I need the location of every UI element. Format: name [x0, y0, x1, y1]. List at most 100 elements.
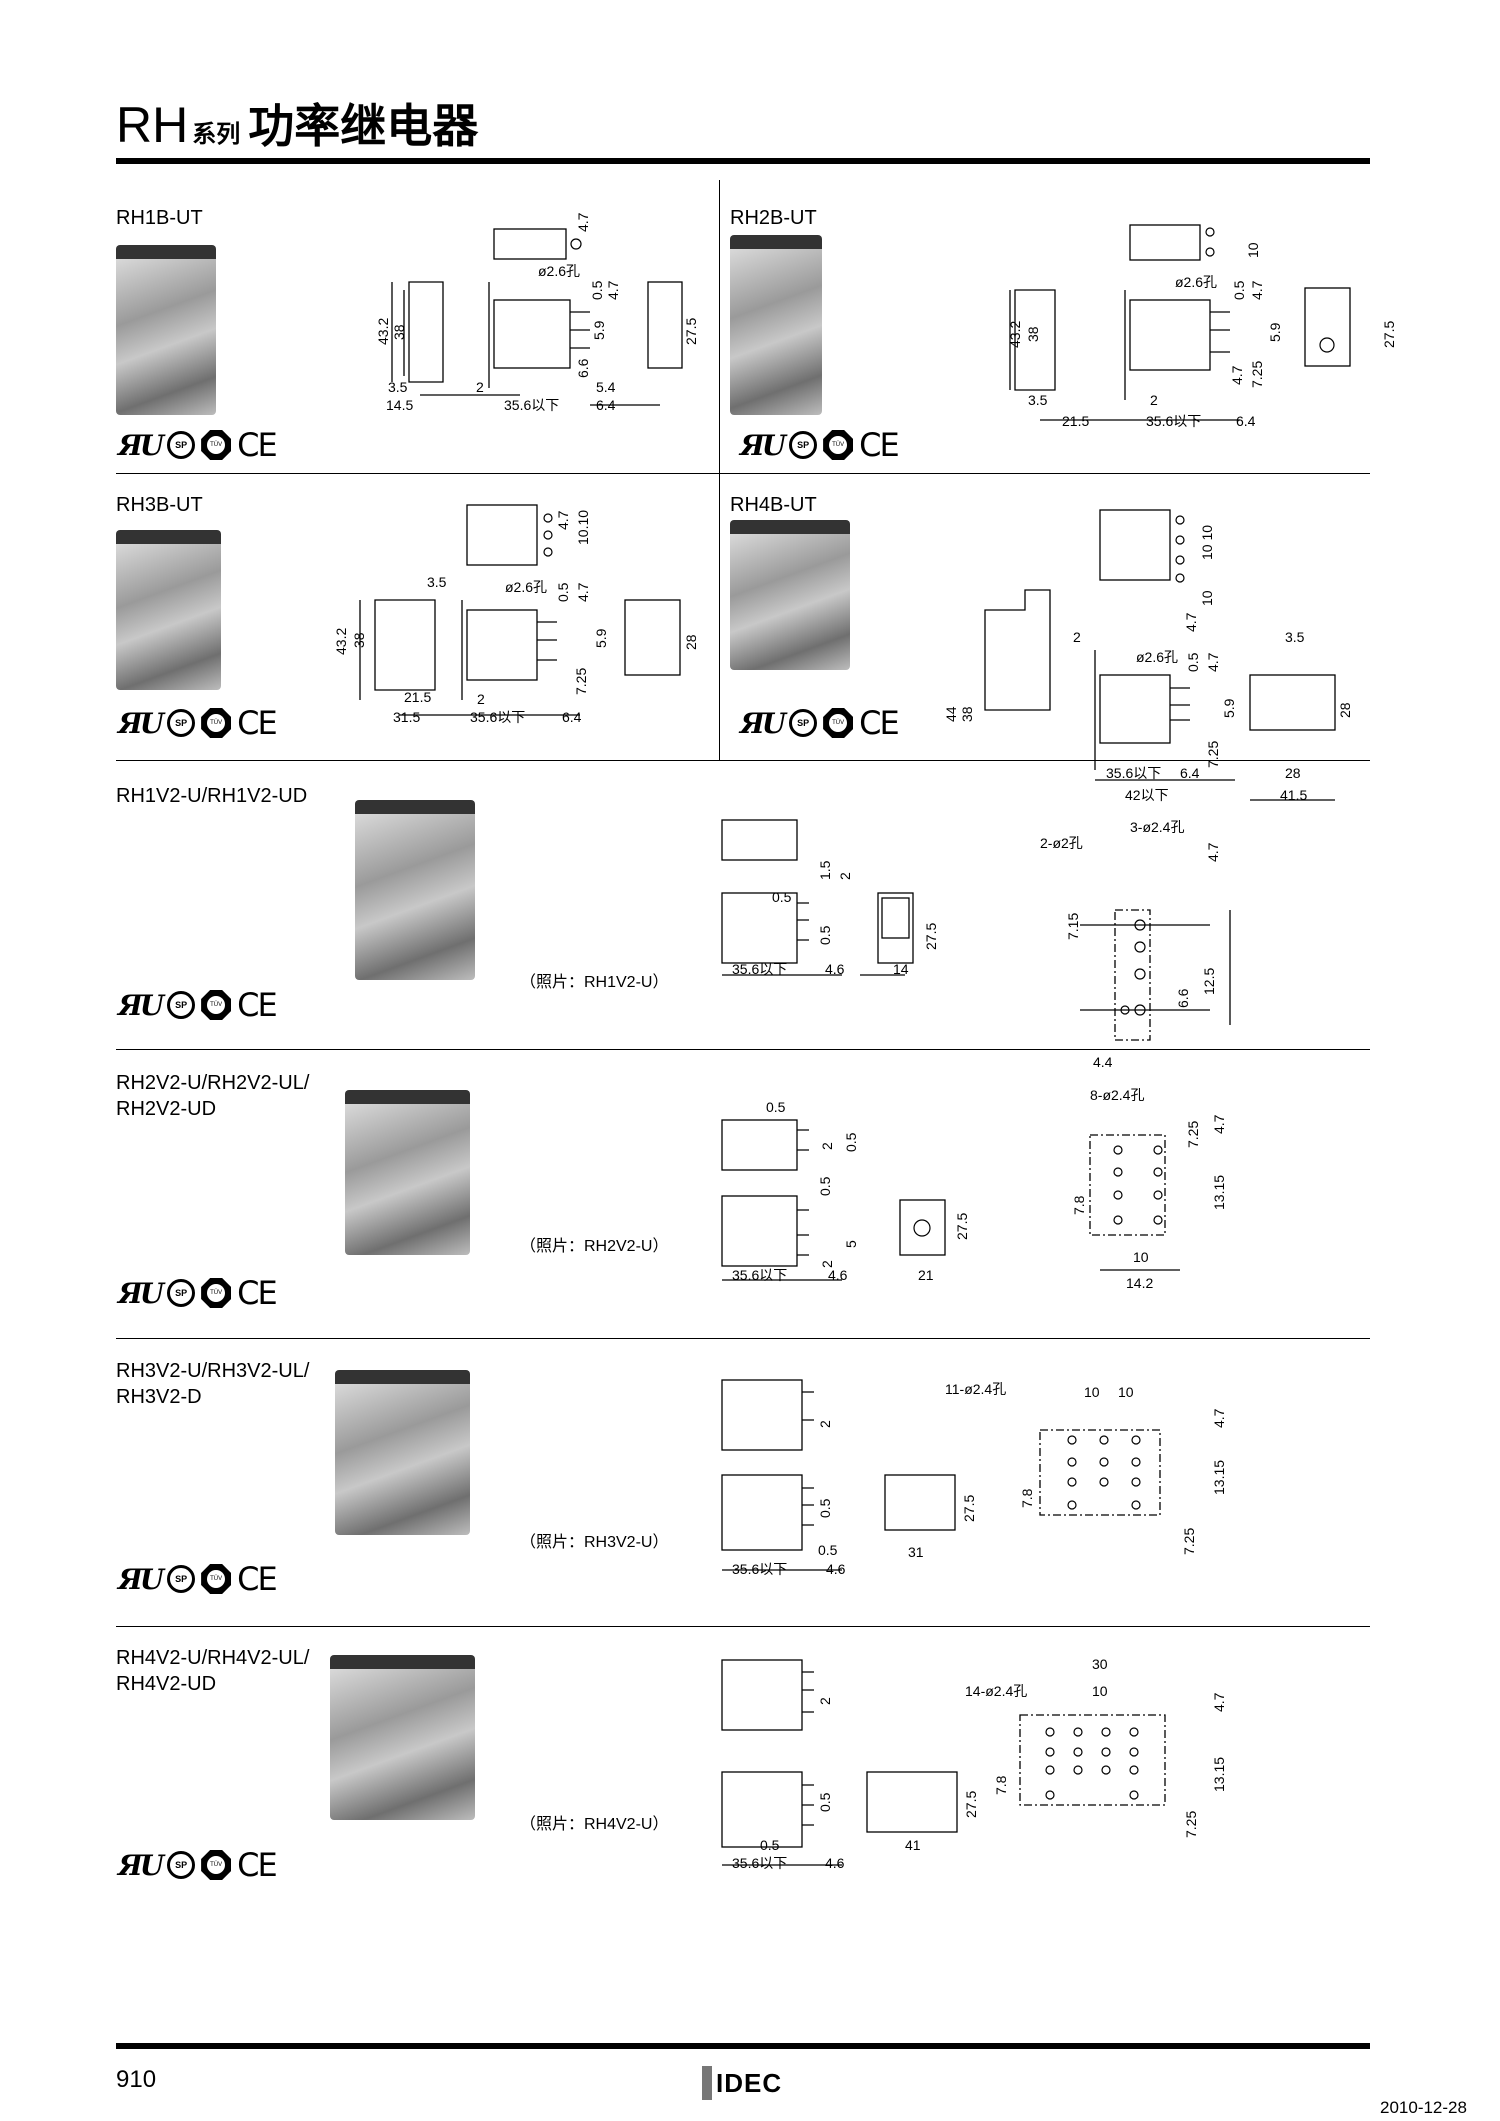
- dimension-label: 31.5: [393, 709, 421, 725]
- dimension-label: 4.7: [1249, 280, 1265, 300]
- dimension-label: 0.5: [1185, 652, 1201, 672]
- drawing-rh4v2: [721, 1659, 1166, 1866]
- ul-mark-icon: ЯU: [118, 988, 164, 1022]
- dimension-label: 1.5: [817, 860, 833, 880]
- dimension-label: 10 10: [1199, 524, 1215, 560]
- column-divider: [719, 180, 720, 760]
- dimension-label: ø2.6孔: [538, 263, 581, 279]
- dimension-label: 2: [819, 1142, 835, 1150]
- product-name-line: RH3V2-U/RH3V2-UL/: [116, 1360, 310, 1382]
- header-rule: [116, 158, 1370, 164]
- dimension-label: 4.7: [1211, 1408, 1227, 1428]
- dimension-label: 0.5: [817, 1498, 833, 1518]
- photo-caption: （照片：RH4V2-U）: [520, 1816, 669, 1833]
- dimension-label: 2: [1073, 629, 1081, 645]
- dimension-label: 6.4: [1180, 765, 1200, 781]
- drawing-rh1b-ut: [391, 228, 683, 406]
- product-name: RH1B-UT: [116, 207, 203, 229]
- dimension-label: 13.15: [1211, 1174, 1227, 1210]
- tuv-mark-icon: TÜV: [823, 430, 854, 460]
- ce-mark-icon: CE: [237, 986, 278, 1024]
- dimension-label: 4.4: [1093, 1054, 1113, 1070]
- drawing-rh4b-ut: [984, 509, 1336, 801]
- product-photo: [116, 530, 221, 690]
- product-photo: [730, 235, 822, 415]
- tuv-mark-icon: TÜV: [201, 1564, 232, 1594]
- dimension-label: 0.5: [818, 1542, 838, 1558]
- dimension-label: 0.5: [817, 925, 833, 945]
- dimension-label: 27.5: [954, 1212, 970, 1240]
- product-photo: [730, 520, 850, 670]
- dimension-label: 0.5: [772, 889, 792, 905]
- dimension-label: 4.7: [605, 280, 621, 300]
- dimension-label: 2: [1150, 392, 1158, 408]
- dimension-label: 27.5: [961, 1494, 977, 1522]
- product-name: RH4B-UT: [730, 494, 817, 516]
- dimension-label: 4.6: [828, 1267, 848, 1283]
- dimension-label: 43.2: [1007, 320, 1023, 348]
- dimension-label: 27.5: [683, 317, 699, 345]
- dimension-label: 0.5: [766, 1099, 786, 1115]
- dimension-label: 7.8: [1071, 1195, 1087, 1215]
- dimension-label: 28: [1337, 702, 1353, 718]
- dimension-label: 44: [943, 706, 959, 722]
- dimension-label: 2: [817, 1697, 833, 1705]
- dimension-label: 43.2: [333, 627, 349, 655]
- dimension-label: 27.5: [1381, 320, 1397, 348]
- title-main: 功率继电器: [248, 100, 479, 152]
- dimension-label: 4.7: [1205, 652, 1221, 672]
- product-name-line: RH2V2-U/RH2V2-UL/: [116, 1072, 310, 1094]
- dimension-label: 21.5: [404, 689, 432, 705]
- dimension-label: 7.25: [1205, 740, 1221, 768]
- product-photo: [330, 1655, 475, 1820]
- page-number: 910: [116, 2066, 157, 2093]
- drawing-rh3b-ut: [359, 504, 681, 716]
- footer-rule: [116, 2043, 1370, 2049]
- dimension-label: 30: [1092, 1656, 1108, 1672]
- dimension-label: ø2.6孔: [505, 579, 548, 595]
- dimension-label: 35.6以下: [470, 709, 526, 725]
- ul-mark-icon: ЯU: [118, 706, 164, 740]
- dimension-label: 3.5: [1028, 392, 1048, 408]
- csa-mark-icon: SP: [167, 431, 196, 459]
- dimension-label: 7.8: [993, 1775, 1009, 1795]
- dimension-label: 6.4: [596, 397, 616, 413]
- dimension-label: 13.15: [1211, 1459, 1227, 1495]
- title-series: RH: [116, 97, 189, 153]
- dimension-label: 4.6: [825, 1855, 845, 1871]
- dimension-label: 4.7: [575, 582, 591, 602]
- product-photo: [335, 1370, 470, 1535]
- logo-bar-icon: [702, 2066, 712, 2100]
- csa-mark-icon: SP: [167, 1565, 196, 1593]
- divider: [116, 760, 1370, 761]
- drawing-rh2b-ut: [1009, 224, 1351, 421]
- dimension-label: 4.7: [1211, 1692, 1227, 1712]
- product-name: RH3B-UT: [116, 494, 203, 516]
- dimension-label: 10: [1118, 1384, 1134, 1400]
- dimension-label: 38: [351, 632, 367, 648]
- product-name-line: RH3V2-D: [116, 1386, 202, 1408]
- dimension-label: 12.5: [1201, 967, 1217, 995]
- ce-mark-icon: CE: [237, 426, 278, 464]
- dimension-label: 14: [893, 961, 909, 977]
- dimension-label: 5.9: [1267, 322, 1283, 342]
- dimension-label: 5.9: [593, 628, 609, 648]
- csa-mark-icon: SP: [167, 1279, 196, 1307]
- dimension-label: 43.2: [375, 317, 391, 345]
- dimension-label: 13.15: [1211, 1756, 1227, 1792]
- dimension-label: 4.7: [1205, 842, 1221, 862]
- dimension-label: 38: [1025, 326, 1041, 342]
- dimension-label: 4.7: [575, 212, 591, 232]
- dimension-label: 27.5: [923, 922, 939, 950]
- dimension-label: 10.10: [575, 509, 591, 545]
- dimension-label: 7.25: [1249, 360, 1265, 388]
- ce-mark-icon: CE: [237, 1560, 278, 1598]
- dimension-label: 2: [477, 691, 485, 707]
